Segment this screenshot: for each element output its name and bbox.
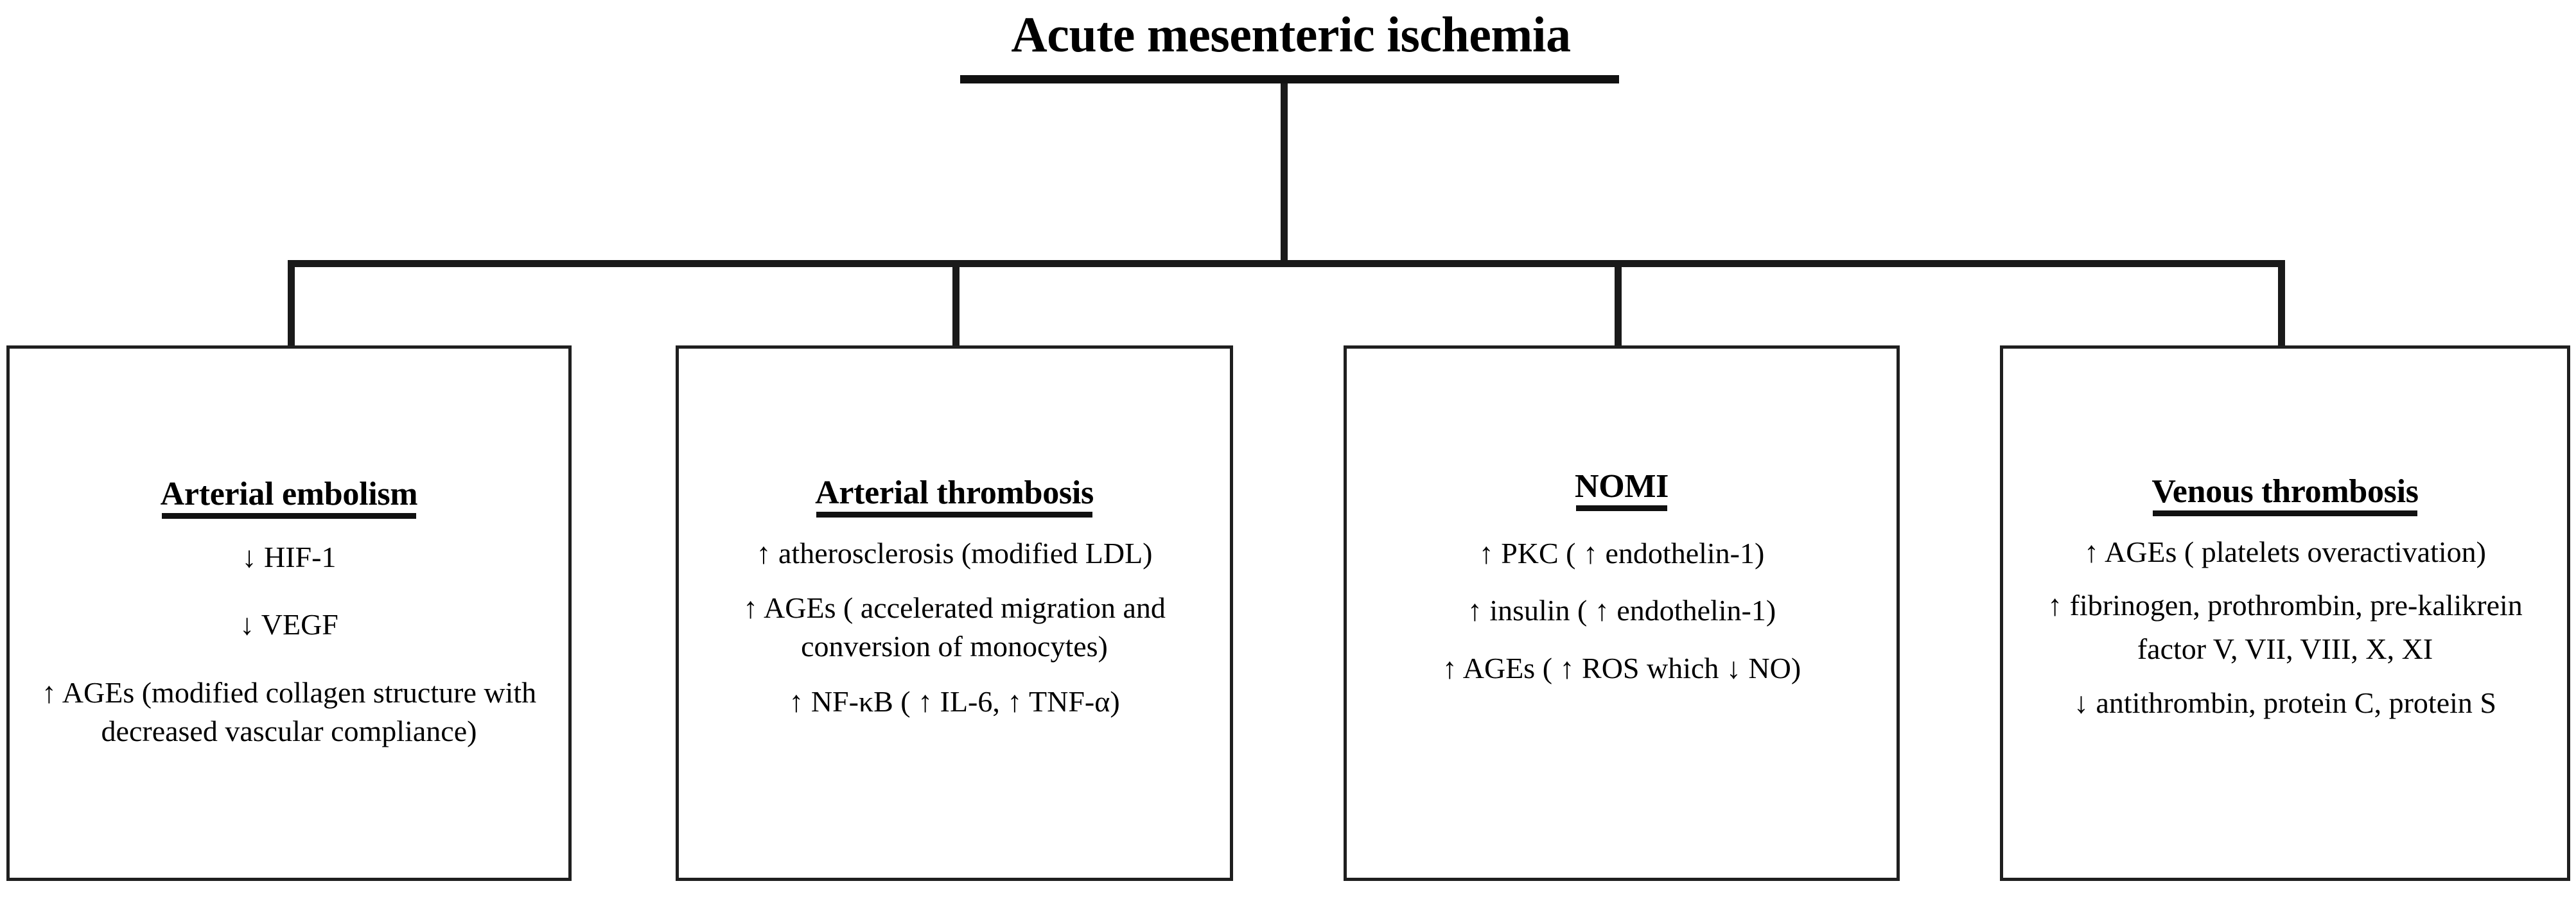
node-body-arterial-embolism: ↓ HIF-1 ↓ VEGF ↑ AGEs (modified collagen… xyxy=(10,538,568,751)
connector-drop-nomi xyxy=(1615,260,1622,349)
node-detail-line: ↓ HIF-1 xyxy=(241,540,337,573)
node-detail-line: ↑ AGEs ( accelerated migration and conve… xyxy=(743,591,1166,663)
node-body-nomi: ↑ PKC ( ↑ endothelin-1) ↑ insulin ( ↑ en… xyxy=(1347,534,1897,688)
connector-drop-arterial-embolism xyxy=(288,260,295,349)
node-detail-line: ↑ fibrinogen, prothrombin, pre-kalikrein xyxy=(2047,589,2523,622)
connector-root-stem xyxy=(1281,83,1288,266)
node-body-venous-thrombosis: ↑ AGEs ( platelets overactivation) ↑ fib… xyxy=(2003,533,2567,722)
node-title-nomi: NOMI xyxy=(1575,469,1669,511)
connector-horizontal-bus xyxy=(288,260,2285,267)
node-title-venous-thrombosis: Venous thrombosis xyxy=(2151,474,2419,516)
node-title-underline xyxy=(2153,510,2417,516)
node-detail-line: ↑ PKC ( ↑ endothelin-1) xyxy=(1478,536,1765,570)
node-detail-line: ↑ AGEs (modified collagen structure with… xyxy=(41,676,537,747)
connector-drop-arterial-thrombosis xyxy=(952,260,959,349)
node-nomi[interactable]: NOMI ↑ PKC ( ↑ endothelin-1) ↑ insulin (… xyxy=(1344,345,1900,881)
node-body-arterial-thrombosis: ↑ atherosclerosis (modified LDL) ↑ AGEs … xyxy=(679,534,1230,721)
page-title: Acute mesenteric ischemia xyxy=(1011,6,1571,62)
node-title-arterial-thrombosis: Arterial thrombosis xyxy=(815,475,1094,518)
page-title-underline xyxy=(960,75,1619,83)
node-detail-line: ↑ atherosclerosis (modified LDL) xyxy=(756,536,1153,570)
node-arterial-embolism[interactable]: Arterial embolism ↓ HIF-1 ↓ VEGF ↑ AGEs … xyxy=(6,345,572,881)
node-title-arterial-embolism: Arterial embolism xyxy=(161,476,418,519)
node-title-underline xyxy=(816,511,1092,518)
node-title-underline xyxy=(161,512,417,519)
node-detail-line: ↑ AGEs ( platelets overactivation) xyxy=(2084,535,2486,568)
node-detail-line: ↑ AGEs ( ↑ ROS which ↓ NO) xyxy=(1442,652,1801,685)
node-detail-line: ↑ NF-κB ( ↑ IL-6, ↑ TNF-α) xyxy=(789,684,1120,718)
node-detail-line: ↓ antithrombin, protein C, protein S xyxy=(2074,686,2496,719)
node-title-underline xyxy=(1575,505,1668,511)
node-detail-line: ↑ insulin ( ↑ endothelin-1) xyxy=(1467,594,1776,627)
connector-drop-venous-thrombosis xyxy=(2278,260,2285,349)
node-arterial-thrombosis[interactable]: Arterial thrombosis ↑ atherosclerosis (m… xyxy=(676,345,1233,881)
node-venous-thrombosis[interactable]: Venous thrombosis ↑ AGEs ( platelets ove… xyxy=(2000,345,2570,881)
node-detail-line: ↓ VEGF xyxy=(240,608,338,641)
node-detail-line: factor V, VII, VIII, X, XI xyxy=(2137,632,2433,666)
